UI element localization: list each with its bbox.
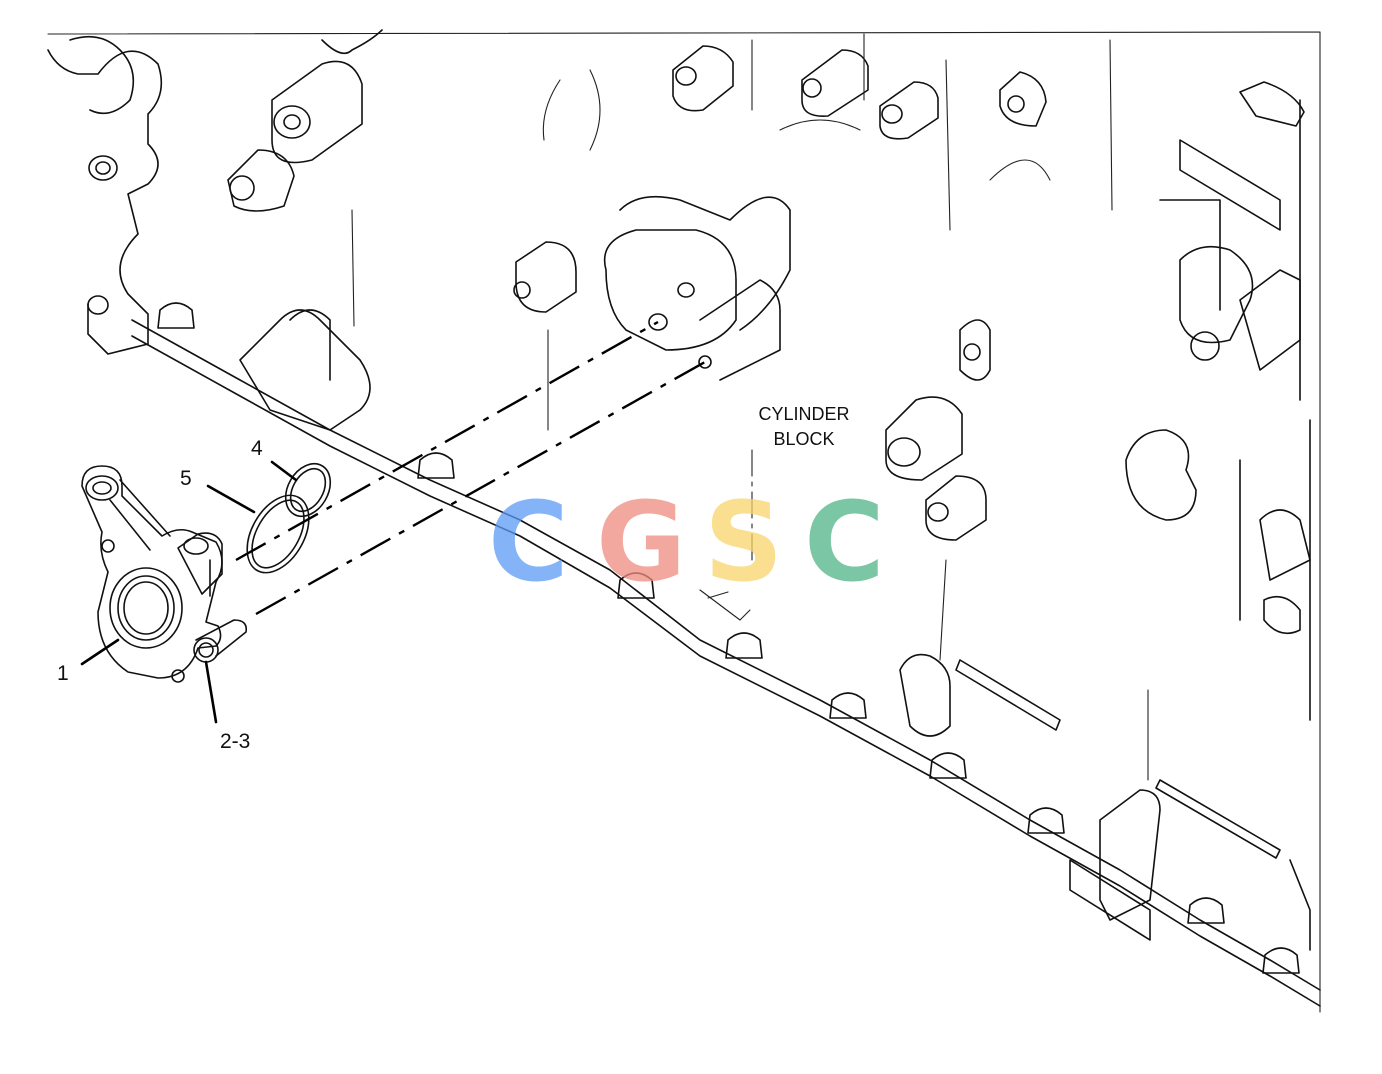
callout-part-5: 5 [180, 467, 192, 490]
callout-part-1: 1 [57, 662, 69, 685]
callout-part-2-3: 2-3 [220, 730, 250, 753]
leader-lines [80, 460, 298, 724]
o-ring-large [246, 494, 310, 574]
watermark-letter-c1: C [488, 478, 569, 606]
cylinder-block-label-line1: CYLINDER [758, 404, 849, 424]
assembly-centerlines [235, 320, 706, 616]
pump-body [81, 465, 248, 683]
cgsc-watermark: C G S C [488, 478, 885, 606]
cylinder-block-label-line2: BLOCK [773, 429, 834, 449]
cylinder-block-drawing [47, 29, 1321, 1013]
watermark-letter-c2: C [804, 478, 885, 606]
watermark-letter-s: S [704, 478, 783, 606]
watermark-letter-g: G [596, 478, 686, 606]
o-ring-small [284, 462, 332, 518]
callout-part-4: 4 [251, 437, 263, 460]
